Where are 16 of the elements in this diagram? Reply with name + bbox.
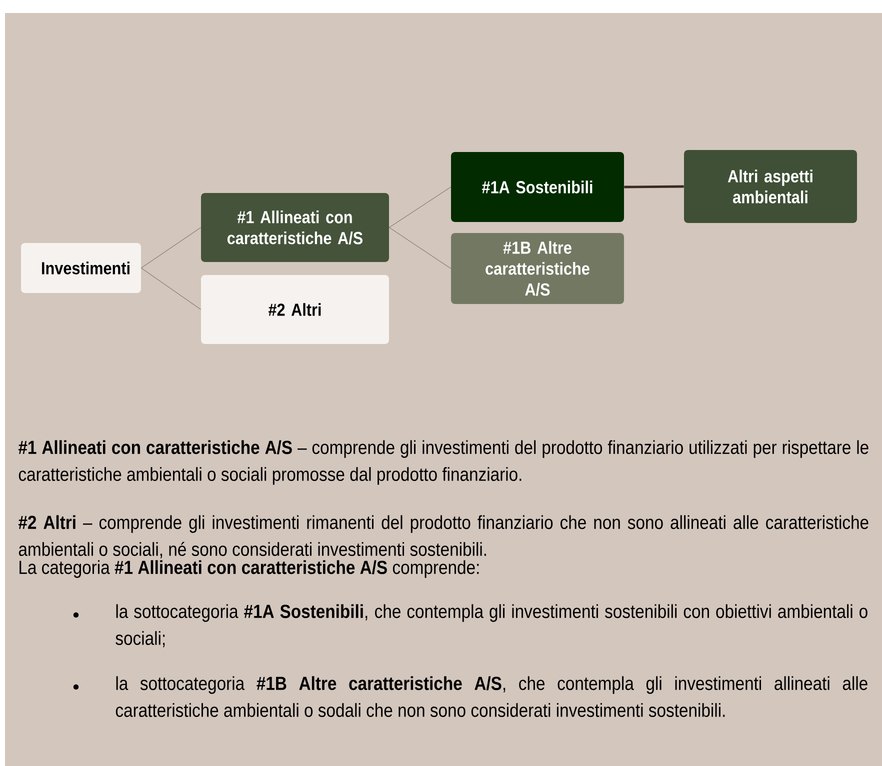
connector-line — [140, 268, 202, 310]
detail-box: Altri aspetti ambientali — [684, 150, 857, 223]
subcategory-box: #1B Altre caratteristiche A/S — [451, 233, 624, 304]
paragraph: #2 Altri – comprende gli investimenti rimanenti del prodotto finanziario che non sono allineati alle caratteristiche ambientali o sociali, né sono considerati investimenti sostenibili. — [18, 515, 868, 558]
root-box: Investimenti — [21, 243, 141, 293]
subcategory-box: #1A Sostenibili — [451, 152, 624, 222]
connector-line — [388, 227, 452, 269]
category-box: #2 Altri — [201, 275, 389, 344]
paragraph: La categoria #1 Allineati con caratteristiche A/S comprende: — [20, 560, 479, 578]
connector-line — [388, 186, 452, 228]
paragraph: la sottocategoria #1B Altre caratteristiche A/S, che contempla gli investimenti allineati alle caratteristiche ambientali o sodali che non sono considerati investimenti sostenibili. — [116, 676, 868, 717]
category-box: #1 Allineati con caratteristiche A/S — [201, 193, 389, 262]
connector-line — [140, 227, 202, 268]
paragraph: #1 Allineati con caratteristiche A/S – comprende gli investimenti del prodotto finanziario utilizzati per rispettare le caratteristiche ambientali o sociali promosse dal prodotto finanziario. — [18, 440, 868, 485]
connector-line — [624, 185, 684, 188]
paragraph: la sottocategoria #1A Sostenibili, che contempla gli investimenti sostenibili con obiettivi ambientali o sociali; — [116, 604, 868, 648]
